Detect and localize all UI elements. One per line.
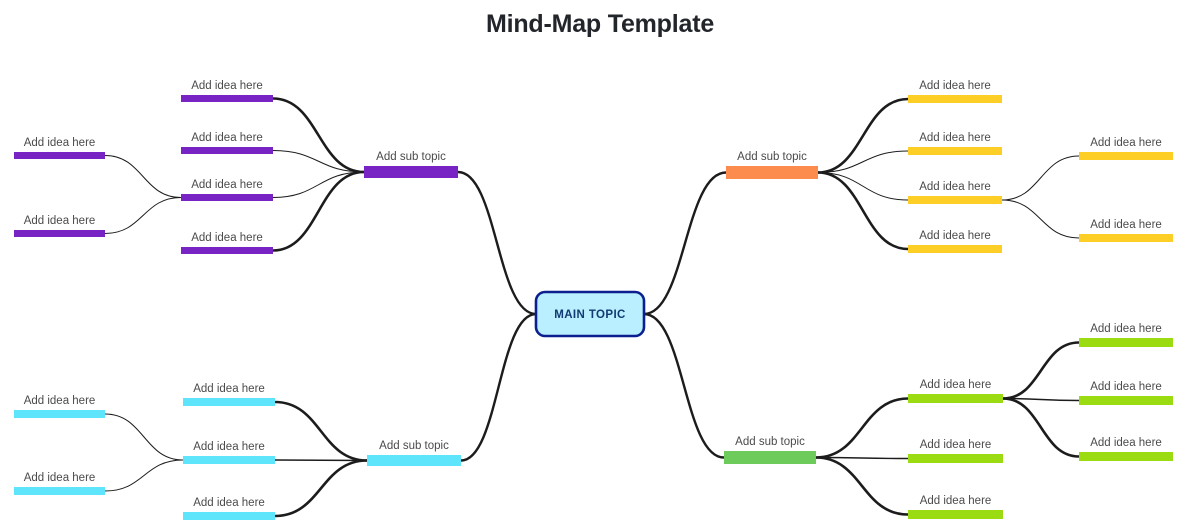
connector-purple-leaf-1 <box>104 197 182 234</box>
idea-node-green-1[interactable] <box>908 454 1003 463</box>
subtopic-node-orange[interactable] <box>726 166 818 179</box>
connector-green-leaf-0 <box>1001 341 1081 400</box>
subtopic-node-green-label: Add sub topic <box>735 436 805 448</box>
idea-node-orange-0-label: Add idea here <box>919 80 991 92</box>
idea-node-purple-3[interactable] <box>181 247 273 254</box>
connector-layer <box>104 97 1081 518</box>
idea-node-orange-1[interactable] <box>908 147 1002 155</box>
connector-green-leaf-2 <box>1001 397 1081 458</box>
leaf-node-green-1[interactable] <box>1079 396 1173 405</box>
connector-cyan-idea-2 <box>273 459 369 518</box>
idea-node-green-2-label: Add idea here <box>920 495 992 507</box>
idea-node-cyan-1-label: Add idea here <box>193 441 265 453</box>
idea-node-cyan-2-label: Add idea here <box>193 497 265 509</box>
connector-purple-idea-2 <box>272 171 365 198</box>
idea-node-cyan-2[interactable] <box>183 512 275 520</box>
leaf-node-purple-0-label: Add idea here <box>24 137 96 149</box>
idea-node-purple-1[interactable] <box>181 147 273 154</box>
connector-center-to-green <box>642 312 726 459</box>
leaf-node-orange-1[interactable] <box>1079 234 1173 242</box>
connector-purple-leaf-0 <box>104 155 182 198</box>
connector-green-idea-0 <box>814 397 910 459</box>
connector-orange-idea-0 <box>816 97 910 174</box>
connector-orange-leaf-1 <box>1001 199 1080 239</box>
idea-node-orange-1-label: Add idea here <box>919 132 991 144</box>
idea-node-cyan-1[interactable] <box>183 456 275 464</box>
connector-purple-idea-3 <box>271 170 366 252</box>
connector-orange-idea-1 <box>817 150 909 173</box>
connector-center-to-cyan <box>459 312 538 462</box>
idea-node-green-2[interactable] <box>908 510 1003 519</box>
leaf-node-cyan-1-label: Add idea here <box>24 472 96 484</box>
subtopic-node-orange-label: Add sub topic <box>737 151 807 163</box>
leaf-node-cyan-0[interactable] <box>14 410 105 418</box>
idea-node-purple-3-label: Add idea here <box>191 232 263 244</box>
connector-cyan-leaf-0 <box>104 413 184 461</box>
idea-node-purple-0[interactable] <box>181 95 273 102</box>
main-topic-node[interactable] <box>534 290 646 338</box>
idea-node-orange-2-label: Add idea here <box>919 181 991 193</box>
connector-green-idea-1 <box>815 456 909 460</box>
connector-orange-leaf-0 <box>1001 155 1080 201</box>
subtopic-node-cyan[interactable] <box>367 455 461 466</box>
leaf-node-orange-1-label: Add idea here <box>1090 219 1162 231</box>
idea-node-purple-0-label: Add idea here <box>191 80 263 92</box>
connector-center-to-purple <box>456 170 538 316</box>
subtopic-node-green[interactable] <box>724 451 816 464</box>
main-topic-label: MAIN TOPIC <box>554 309 626 321</box>
leaf-node-green-1-label: Add idea here <box>1090 381 1162 393</box>
idea-node-green-0-label: Add idea here <box>920 379 992 391</box>
leaf-node-green-0-label: Add idea here <box>1090 323 1162 335</box>
connector-orange-idea-2 <box>817 172 909 201</box>
leaf-node-orange-0-label: Add idea here <box>1090 137 1162 149</box>
idea-node-purple-2[interactable] <box>181 194 273 201</box>
leaf-node-purple-1-label: Add idea here <box>24 215 96 227</box>
connector-cyan-leaf-1 <box>104 459 184 492</box>
connector-cyan-idea-0 <box>273 400 369 462</box>
subtopic-node-purple[interactable] <box>364 166 458 178</box>
leaf-node-green-2-label: Add idea here <box>1090 437 1162 449</box>
subtopic-node-cyan-label: Add sub topic <box>379 440 449 452</box>
idea-node-cyan-0-label: Add idea here <box>193 383 265 395</box>
idea-node-orange-2[interactable] <box>908 196 1002 204</box>
connector-purple-idea-0 <box>271 97 366 174</box>
leaf-node-green-2[interactable] <box>1079 452 1173 461</box>
leaf-node-green-0[interactable] <box>1079 338 1173 347</box>
idea-node-orange-0[interactable] <box>908 95 1002 103</box>
connector-orange-idea-3 <box>816 171 910 251</box>
leaf-node-orange-0[interactable] <box>1079 152 1173 160</box>
leaf-node-cyan-1[interactable] <box>14 487 105 495</box>
idea-node-green-1-label: Add idea here <box>920 439 992 451</box>
leaf-node-purple-0[interactable] <box>14 152 105 159</box>
connector-cyan-idea-1 <box>274 459 368 462</box>
connector-center-to-orange <box>642 171 728 316</box>
idea-node-purple-1-label: Add idea here <box>191 132 263 144</box>
connector-green-idea-2 <box>814 456 910 516</box>
idea-node-orange-3-label: Add idea here <box>919 230 991 242</box>
leaf-node-cyan-0-label: Add idea here <box>24 395 96 407</box>
idea-node-orange-3[interactable] <box>908 245 1002 253</box>
subtopic-node-purple-label: Add sub topic <box>376 151 446 163</box>
idea-node-purple-2-label: Add idea here <box>191 179 263 191</box>
idea-node-green-0[interactable] <box>908 394 1003 403</box>
connector-purple-idea-1 <box>272 150 365 173</box>
idea-node-cyan-0[interactable] <box>183 398 275 406</box>
leaf-node-purple-1[interactable] <box>14 230 105 237</box>
page-title: Mind-Map Template <box>485 10 715 38</box>
